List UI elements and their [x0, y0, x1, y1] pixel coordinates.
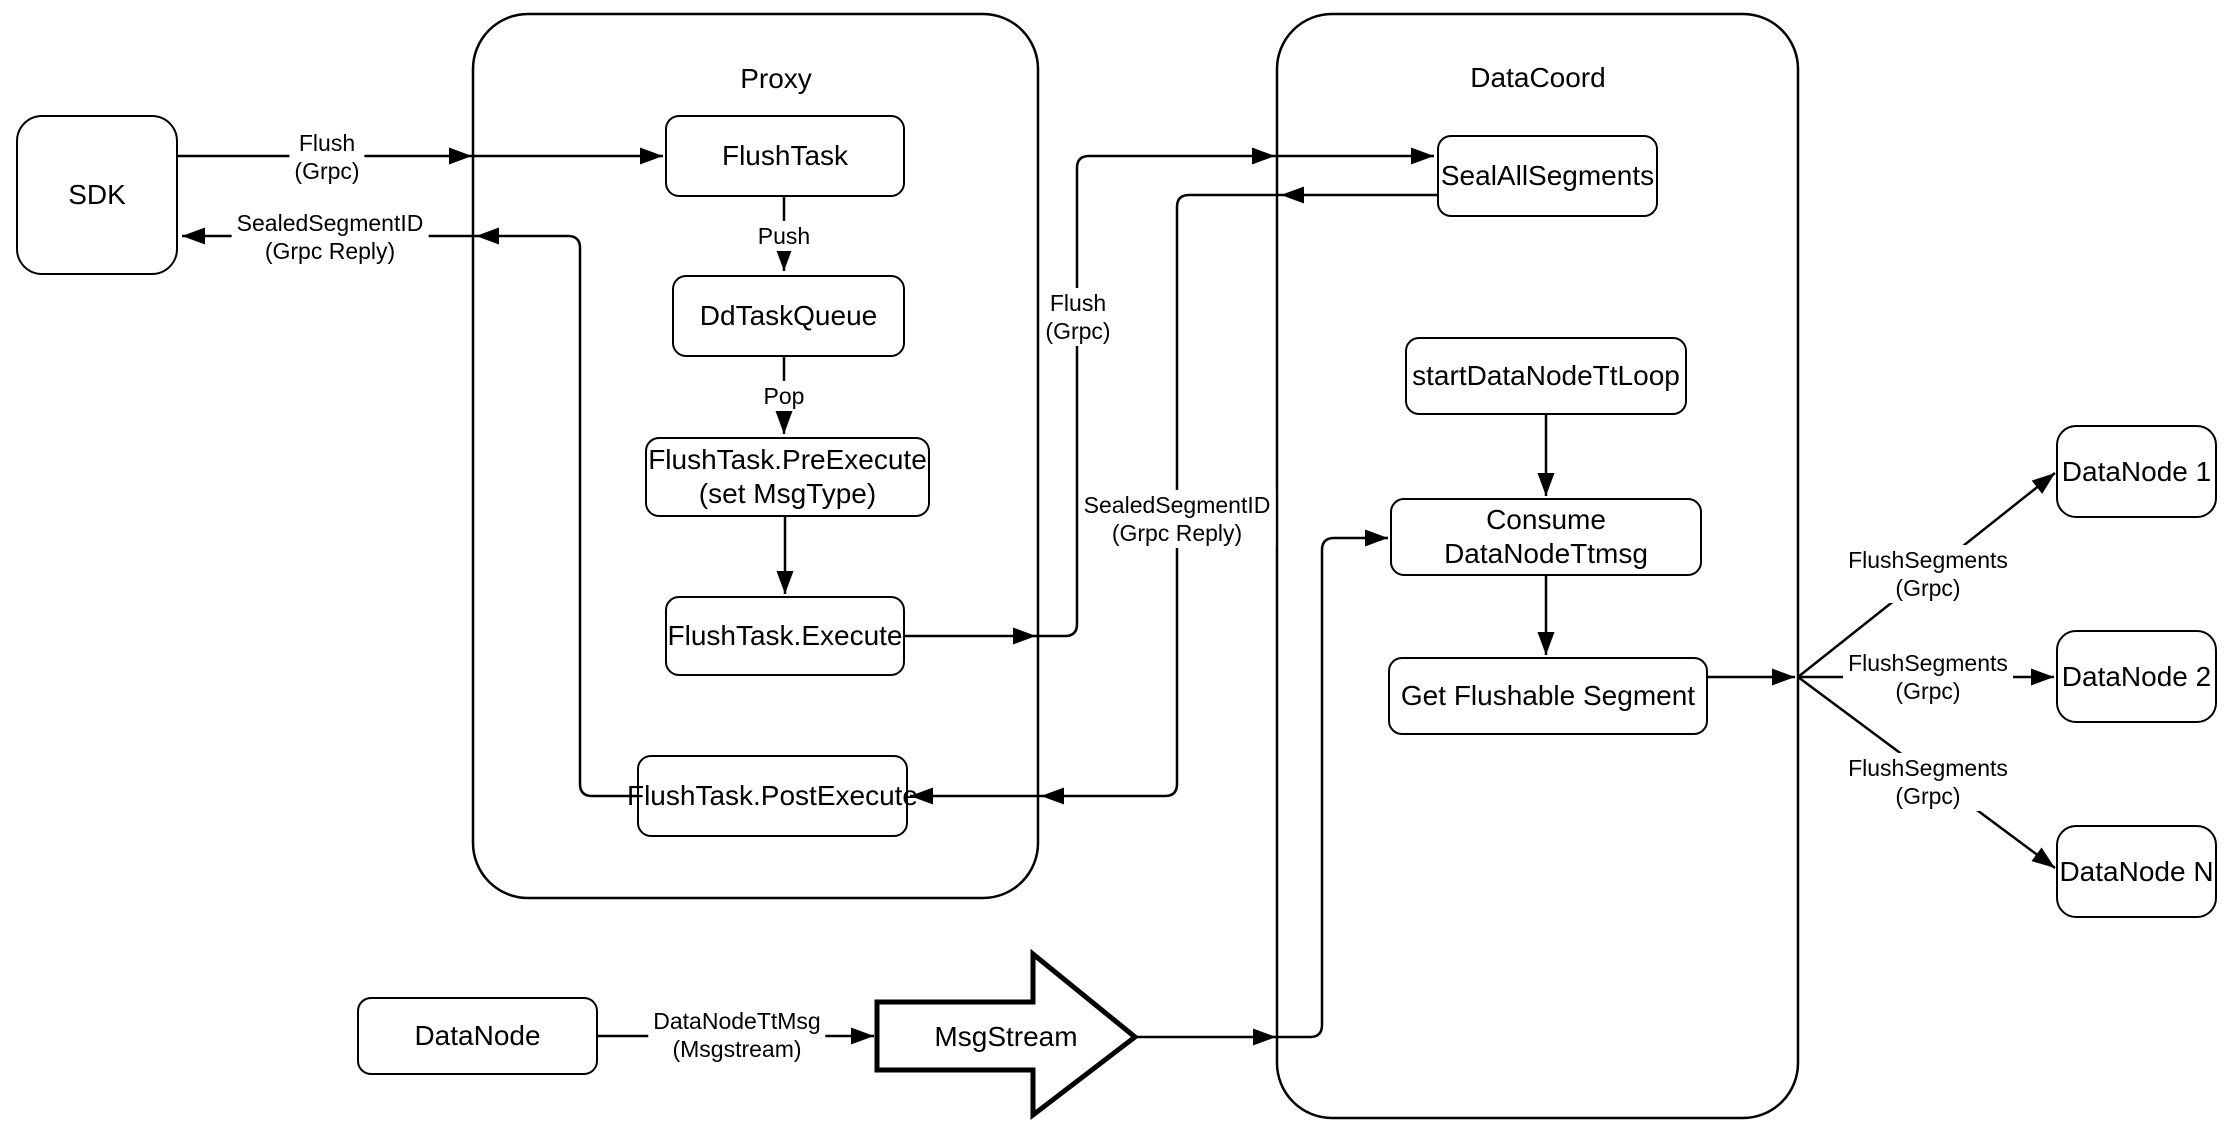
edge-label-datanodettmsg: DataNodeTtMsg (Msgstream) [648, 1005, 826, 1065]
node-datanode-source: DataNode [357, 997, 598, 1075]
datacoord-container-title: DataCoord [1470, 62, 1606, 93]
edge-label-push: Push [752, 220, 816, 252]
node-flushtask-preexecute: FlushTask.PreExecute (set MsgType) [645, 437, 930, 517]
proxy-container-title: Proxy [740, 63, 812, 94]
node-get-flushable-segment: Get Flushable Segment [1388, 657, 1708, 735]
node-startdatanodettloop: startDataNodeTtLoop [1405, 337, 1687, 415]
edge-label-sealedsegmentid-mid: SealedSegmentID (Grpc Reply) [1078, 489, 1276, 549]
msgstream-block-arrow-shape [874, 948, 1140, 1121]
edge-label-flush-grpc-mid: Flush (Grpc) [1040, 287, 1116, 347]
edge-label-flushsegments-3: FlushSegments (Grpc) [1843, 752, 2013, 812]
edge-label-sealedsegmentid-sdk: SealedSegmentID (Grpc Reply) [231, 207, 429, 267]
node-sealallsegments: SealAllSegments [1437, 135, 1658, 217]
node-flushtask: FlushTask [665, 115, 905, 197]
edge-label-flushsegments-2: FlushSegments (Grpc) [1843, 647, 2013, 707]
node-flushtask-execute: FlushTask.Execute [665, 596, 905, 676]
msgstream-shape-label: MsgStream [934, 1021, 1078, 1052]
edge-label-flushsegments-1: FlushSegments (Grpc) [1843, 544, 2013, 604]
node-datanode-1: DataNode 1 [2056, 425, 2217, 518]
edge-label-pop: Pop [758, 380, 810, 412]
node-ddtaskqueue: DdTaskQueue [672, 275, 905, 357]
node-sdk: SDK [16, 115, 178, 275]
edge-msgstream-to-consume [1135, 536, 1388, 1039]
node-consume-datanodettmsg: Consume DataNodeTtmsg [1390, 498, 1702, 576]
arrowheads [182, 147, 2055, 1046]
node-datanode-n: DataNode N [2056, 825, 2217, 918]
node-datanode-2: DataNode 2 [2056, 630, 2217, 723]
node-flushtask-postexecute: FlushTask.PostExecute [627, 755, 918, 837]
edge-label-flush-grpc-sdk: Flush (Grpc) [289, 127, 365, 187]
edge-execute-to-sealallsegments [905, 154, 1434, 638]
edge-postexecute-to-sdk [182, 234, 637, 798]
